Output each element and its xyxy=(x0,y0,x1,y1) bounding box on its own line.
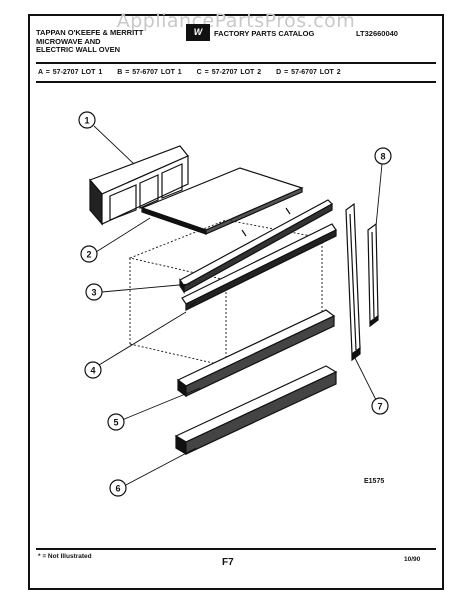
catalog-label: FACTORY PARTS CATALOG xyxy=(214,29,315,38)
part-bottom-trim xyxy=(174,365,338,456)
lot-d: D = 57-6707 LOT 2 xyxy=(276,69,341,76)
part-top-panel xyxy=(140,167,304,235)
leader-lines xyxy=(93,125,383,487)
exploded-parts-diagram: 1 2 3 4 5 6 7 8 xyxy=(78,111,392,497)
svg-text:4: 4 xyxy=(90,366,95,376)
header-rule xyxy=(36,62,436,64)
catalog-header-title: TAPPAN O'KEEFE & MERRITT MICROWAVE AND E… xyxy=(36,28,186,55)
svg-text:8: 8 xyxy=(380,152,385,162)
header-line-3: ELECTRIC WALL OVEN xyxy=(36,45,121,54)
callout-8: 8 xyxy=(374,147,392,165)
not-illustrated-note: * = Not Illustrated xyxy=(38,553,92,560)
watermark: AppliancePartsPros.com xyxy=(116,10,356,32)
part-trim-strip xyxy=(367,222,379,328)
revision-date: 10/90 xyxy=(404,556,421,563)
callout-3: 3 xyxy=(85,283,103,301)
part-vertical-trim xyxy=(345,202,361,362)
callout-4: 4 xyxy=(84,361,102,379)
part-vent-frame xyxy=(88,145,189,226)
svg-text:7: 7 xyxy=(377,402,382,412)
header-line-2: MICROWAVE AND xyxy=(36,36,101,46)
lot-c: C = 57-2707 LOT 2 xyxy=(196,69,262,76)
lot-b: B = 57-6707 LOT 1 xyxy=(117,69,182,76)
svg-text:6: 6 xyxy=(115,484,120,494)
svg-text:1: 1 xyxy=(84,116,89,126)
callout-5: 5 xyxy=(107,413,125,431)
callout-2: 2 xyxy=(80,245,98,263)
callouts: 1 2 3 4 5 6 7 8 xyxy=(78,111,392,497)
figure-code: E1575 xyxy=(364,478,385,485)
callout-7: 7 xyxy=(371,397,389,415)
callout-1: 1 xyxy=(78,111,96,129)
lot-legend: A = 57-2707 LOT 1 B = 57-6707 LOT 1 C = … xyxy=(38,69,438,76)
catalog-code: LT32660040 xyxy=(356,29,398,38)
callout-6: 6 xyxy=(109,479,127,497)
part-side-trim xyxy=(181,223,337,311)
page-number: F7 xyxy=(222,557,234,568)
lot-rule xyxy=(36,81,436,83)
footer-rule xyxy=(36,548,436,550)
lot-a: A = 57-2707 LOT 1 xyxy=(38,69,103,76)
svg-text:2: 2 xyxy=(86,250,91,260)
brand-logo: W xyxy=(186,24,210,41)
svg-text:3: 3 xyxy=(91,288,96,298)
page-border xyxy=(28,14,444,590)
svg-text:5: 5 xyxy=(113,418,118,428)
part-lower-trim xyxy=(176,309,336,398)
header-line-1: TAPPAN O'KEEFE & MERRITT xyxy=(36,28,144,37)
part-upper-trim xyxy=(179,199,333,294)
